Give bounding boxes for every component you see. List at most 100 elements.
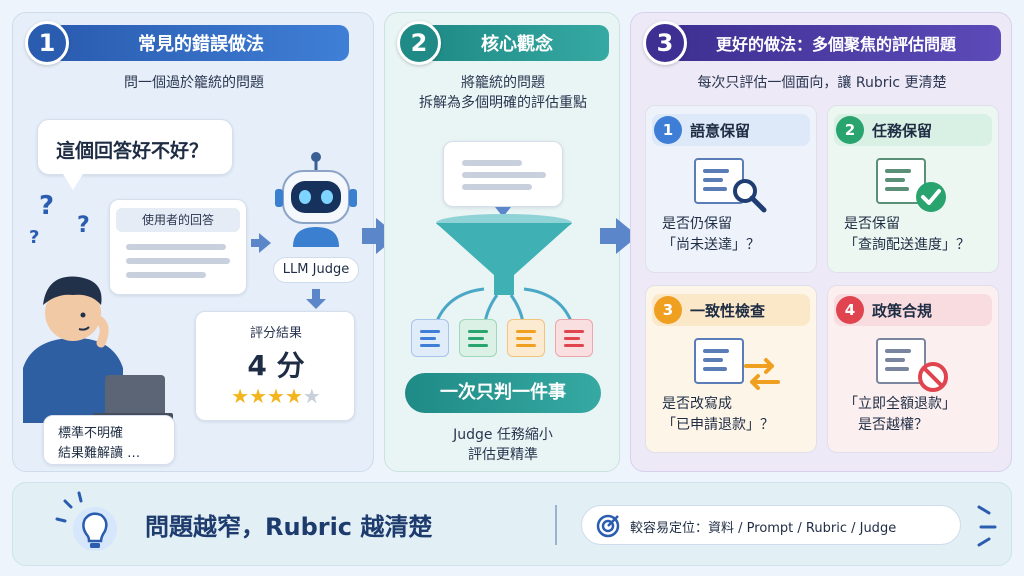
sparkle-lines-icon bbox=[977, 505, 997, 547]
prohibited-icon bbox=[918, 362, 948, 392]
funnel-icon bbox=[435, 214, 573, 324]
criterion-title: 一致性檢查 bbox=[690, 302, 766, 320]
score-card: 評分結果 4 分 ★★★★★ bbox=[195, 311, 355, 421]
panel1-number-badge: 1 bbox=[25, 21, 69, 65]
panel3-subtitle: 每次只評估一個面向，讓 Rubric 更清楚 bbox=[697, 75, 947, 91]
summary-headline: 問題越窄，Rubric 越清楚 bbox=[145, 513, 433, 541]
criterion-number: 1 bbox=[654, 116, 682, 144]
star-filled-icon: ★ bbox=[267, 384, 285, 408]
judge-label-text: LLM Judge bbox=[282, 262, 350, 277]
answer-label: 使用者的回答 bbox=[116, 208, 240, 232]
panel2-caption: Judge 任務縮小 評估更精準 bbox=[385, 425, 621, 465]
broad-question-doc bbox=[443, 141, 563, 207]
criterion-number: 2 bbox=[836, 116, 864, 144]
question-mark-icon: ? bbox=[29, 227, 40, 248]
doc-line bbox=[462, 172, 546, 178]
panel3-title-text: 更好的做法：多個聚焦的評估問題 bbox=[715, 35, 956, 54]
panel2-title-text: 核心觀念 bbox=[481, 34, 553, 55]
criterion-number: 3 bbox=[654, 296, 682, 324]
locator-text: 較容易定位：資料 / Prompt / Rubric / Judge bbox=[630, 521, 897, 536]
criterion-number-text: 2 bbox=[844, 121, 856, 139]
doc-line bbox=[462, 184, 532, 190]
question-mark-icon: ? bbox=[39, 191, 55, 221]
star-filled-icon: ★ bbox=[231, 384, 250, 408]
criterion-question-line1: 是否仍保留 bbox=[662, 216, 732, 232]
panel2-caption-line2: 評估更精準 bbox=[468, 447, 538, 463]
flow-arrow-2-3 bbox=[600, 228, 618, 244]
robot-judge-icon bbox=[275, 152, 357, 247]
magnifier-icon bbox=[733, 179, 767, 213]
panel-core-concept: 核心觀念 2 將籠統的問題 拆解為多個明確的評估重點 bbox=[384, 12, 620, 472]
criterion-question: 是否保留 「查詢配送進度」？ bbox=[844, 214, 990, 256]
criterion-number-text: 1 bbox=[662, 121, 674, 139]
panel2-number-badge: 2 bbox=[397, 21, 441, 65]
panel-common-mistake: 常見的錯誤做法 1 問一個過於籠統的問題 這個回答好不好？ ? ? ? 使用者的… bbox=[12, 12, 374, 472]
arrow-down-stem bbox=[312, 289, 320, 299]
question-bubble: 這個回答好不好？ bbox=[37, 119, 233, 175]
panel3-number-badge: 3 bbox=[643, 21, 687, 65]
target-icon bbox=[596, 514, 620, 538]
criterion-question-line2: 「尚未送達」？ bbox=[662, 237, 760, 253]
criterion-title: 政策合規 bbox=[872, 302, 933, 320]
doc-arrow-down bbox=[495, 207, 511, 217]
panel1-title-text: 常見的錯誤做法 bbox=[138, 34, 264, 55]
panel3-title: 更好的做法：多個聚焦的評估問題 bbox=[671, 25, 1001, 61]
swap-arrows-icon bbox=[744, 358, 780, 390]
banner-divider bbox=[555, 505, 557, 545]
panel2-subtitle: 將籠統的問題 拆解為多個明確的評估重點 bbox=[385, 73, 621, 113]
summary-banner: 問題越窄，Rubric 越清楚 較容易定位：資料 / Prompt / Rubr… bbox=[12, 482, 1012, 566]
panel3-number: 3 bbox=[656, 29, 674, 57]
arrow-down-head bbox=[306, 299, 326, 309]
panel1-title: 常見的錯誤做法 bbox=[53, 25, 349, 61]
panel1-number: 1 bbox=[38, 29, 56, 57]
note-line1: 標準不明確 bbox=[58, 426, 124, 441]
flow-arrow-1-2 bbox=[362, 228, 378, 244]
criterion-card-task: 2 任務保留 是否保留 「查詢配送進度」？ bbox=[827, 105, 999, 273]
question-text: 這個回答好不好？ bbox=[56, 140, 209, 162]
panel-better-approach: 更好的做法：多個聚焦的評估問題 3 每次只評估一個面向，讓 Rubric 更清楚… bbox=[630, 12, 1012, 472]
focused-doc-blue bbox=[411, 319, 449, 357]
locator-pill: 較容易定位：資料 / Prompt / Rubric / Judge bbox=[581, 505, 961, 545]
criterion-number: 4 bbox=[836, 296, 864, 324]
focused-doc-red bbox=[555, 319, 593, 357]
focused-doc-orange bbox=[507, 319, 545, 357]
judge-label: LLM Judge bbox=[273, 257, 359, 283]
star-empty-icon: ★ bbox=[302, 384, 321, 408]
panel2-number: 2 bbox=[410, 29, 428, 57]
star-filled-icon: ★ bbox=[284, 384, 303, 408]
one-thing-text: 一次只判一件事 bbox=[440, 382, 566, 403]
check-icon bbox=[916, 182, 946, 212]
doc-line bbox=[462, 160, 522, 166]
criterion-title: 任務保留 bbox=[872, 122, 933, 140]
criterion-question: 是否改寫成 「已申請退款」？ bbox=[662, 394, 808, 436]
doc-icon bbox=[694, 338, 744, 384]
criterion-question: 是否仍保留 「尚未送達」？ bbox=[662, 214, 808, 256]
note-line2: 結果難解讀 … bbox=[58, 446, 141, 461]
criterion-question-line1: 是否保留 bbox=[844, 216, 900, 232]
one-thing-pill: 一次只判一件事 bbox=[405, 373, 601, 413]
star-filled-icon: ★ bbox=[249, 384, 268, 408]
panel2-title: 核心觀念 bbox=[425, 25, 609, 61]
arrow-head bbox=[259, 233, 271, 253]
criterion-question-line2: 是否越權？ bbox=[858, 417, 928, 433]
panel2-subtitle-line2: 拆解為多個明確的評估重點 bbox=[419, 95, 587, 111]
user-answer-card: 使用者的回答 bbox=[109, 199, 247, 295]
panel1-subtitle: 問一個過於籠統的問題 bbox=[124, 75, 264, 91]
criterion-question-line2: 「查詢配送進度」？ bbox=[844, 237, 970, 253]
answer-text-line bbox=[126, 258, 230, 264]
arrow-to-judge bbox=[251, 239, 261, 247]
answer-text-line bbox=[126, 244, 226, 250]
criterion-card-consistency: 3 一致性檢查 是否改寫成 「已申請退款」？ bbox=[645, 285, 817, 453]
answer-text-line bbox=[126, 272, 206, 278]
criterion-number-text: 3 bbox=[662, 301, 674, 319]
doc-icon bbox=[876, 338, 926, 384]
unclear-note-card: 標準不明確 結果難解讀 … bbox=[43, 415, 175, 465]
score-label: 評分結果 bbox=[249, 326, 302, 341]
lightbulb-icon bbox=[55, 491, 117, 551]
criterion-question-line1: 是否改寫成 bbox=[662, 396, 732, 412]
criterion-card-semantic: 1 語意保留 是否仍保留 「尚未送達」？ bbox=[645, 105, 817, 273]
criterion-number-text: 4 bbox=[844, 301, 856, 319]
criterion-card-policy: 4 政策合規 「立即全額退款」 是否越權？ bbox=[827, 285, 999, 453]
bubble-tail bbox=[63, 174, 83, 190]
criterion-question-line2: 「已申請退款」？ bbox=[662, 417, 774, 433]
